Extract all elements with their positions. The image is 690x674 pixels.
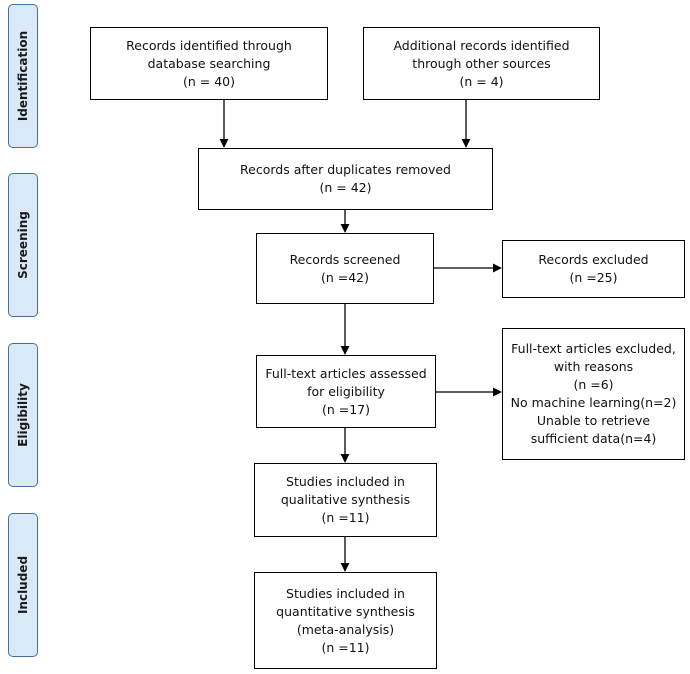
stage-screening: Screening [8, 173, 38, 317]
box-line: (n = 42) [319, 180, 372, 195]
box-quantitative-synthesis: Studies included in quantitative synthes… [254, 572, 437, 669]
box-line: Unable to retrieve [536, 413, 651, 428]
box-line: Records screened [289, 251, 401, 267]
box-line: quantitative synthesis [276, 603, 415, 619]
box-line: (n =11) [321, 639, 370, 655]
box-line: with reasons [553, 359, 634, 374]
stage-label: Screening [16, 211, 30, 279]
box-line: qualitative synthesis [280, 492, 411, 507]
box-line: Records after duplicates removed [240, 162, 451, 177]
stage-eligibility: Eligibility [8, 343, 38, 487]
box-qualitative-synthesis: Studies included in qualitative synthesi… [254, 463, 437, 537]
box-fulltext-assessed: Full-text articles assessed for eligibil… [256, 355, 436, 428]
box-records-excluded: Records excluded (n =25) [502, 240, 685, 298]
box-line: (n = 40) [182, 73, 235, 89]
box-line: (n =17) [321, 401, 371, 417]
box-line: for eligibility [307, 383, 385, 399]
box-fulltext-excluded: Full-text articles excluded, with reason… [502, 328, 685, 460]
box-line: database searching [147, 55, 271, 71]
box-records-screened: Records screened (n =42) [256, 233, 434, 304]
box-line: Records identified through [126, 37, 292, 53]
box-after-duplicates: Records after duplicates removed (n = 42… [198, 148, 493, 210]
box-line: Studies included in [286, 585, 405, 601]
stage-label: Identification [16, 30, 30, 122]
stage-label: Included [16, 555, 30, 615]
box-line: (n =25) [569, 270, 618, 285]
stage-included: Included [8, 513, 38, 657]
box-line: No machine learning(n=2) [510, 395, 677, 410]
box-line: (meta-analysis) [296, 621, 395, 637]
box-line: Additional records identified [393, 37, 570, 53]
box-database-searching: Records identified through database sear… [90, 27, 328, 100]
box-line: (n = 4) [459, 73, 504, 89]
box-line: Full-text articles excluded, [511, 341, 676, 356]
box-line: Full-text articles assessed [265, 365, 427, 381]
box-other-sources: Additional records identified through ot… [363, 27, 600, 100]
box-line: (n =6) [573, 377, 614, 392]
box-line: Records excluded [538, 252, 649, 267]
box-line: through other sources [412, 55, 551, 71]
box-line: (n =11) [321, 510, 370, 525]
box-line: (n =42) [320, 269, 370, 285]
stage-label: Eligibility [16, 383, 30, 447]
stage-identification: Identification [8, 4, 38, 148]
box-line: sufficient data(n=4) [530, 431, 657, 446]
box-line: Studies included in [286, 474, 405, 489]
